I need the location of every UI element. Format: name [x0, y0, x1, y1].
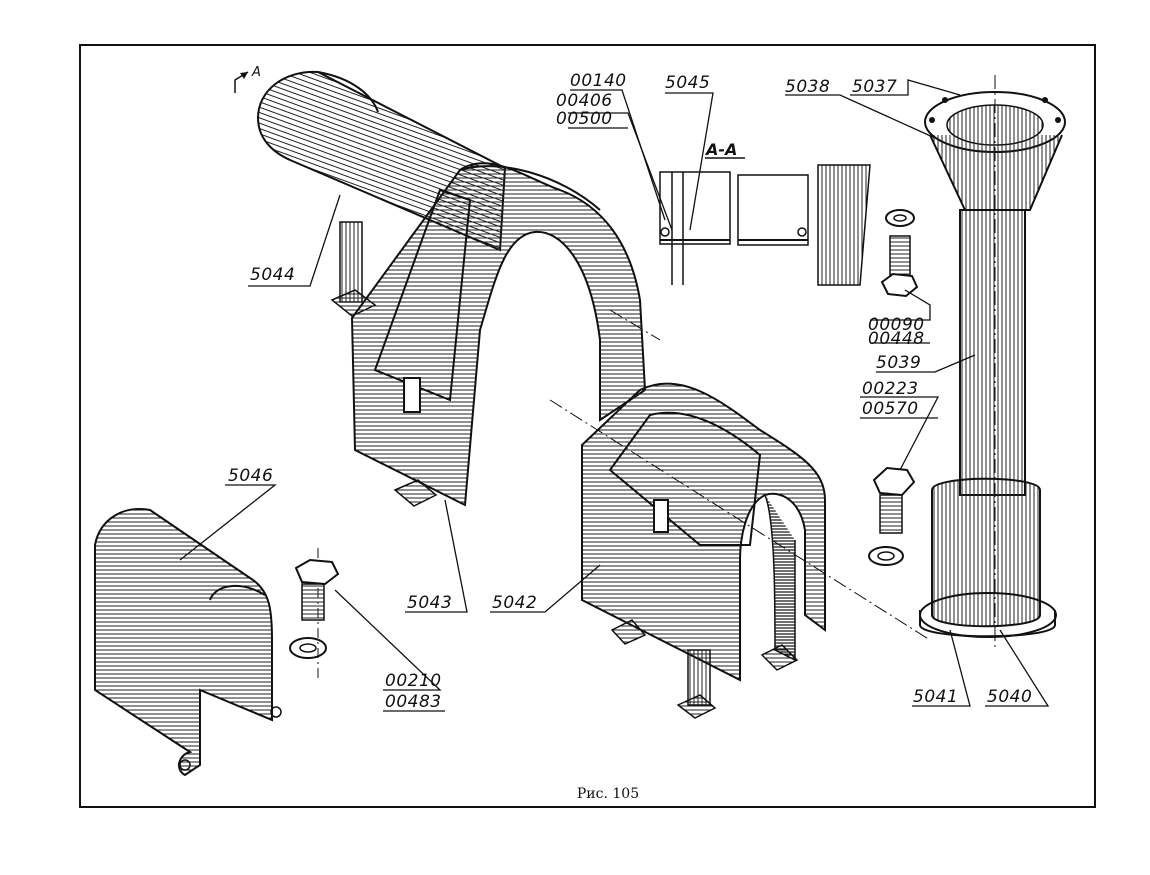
part-5042-u-cover [581, 382, 826, 719]
label-5039: 5039 [876, 353, 922, 373]
label-5038: 5038 [785, 77, 831, 97]
part-5043-elbow-cover [350, 162, 647, 507]
leader-lines [179, 79, 1050, 712]
section-title: А-А [706, 140, 738, 159]
label-5037: 5037 [852, 77, 898, 97]
label-5042: 5042 [492, 593, 538, 613]
bolt-00090-washer-00448 [880, 209, 919, 298]
bolt-00210-washer-00483 [289, 548, 340, 680]
section-arrow-a [234, 71, 249, 93]
label-00570: 00570 [862, 399, 919, 419]
label-5045: 5045 [665, 73, 711, 93]
label-5041: 5041 [913, 687, 959, 707]
section-a-a-detail [659, 157, 871, 286]
label-00210: 00210 [385, 671, 442, 691]
drawing-frame [79, 44, 1096, 808]
label-5046: 5046 [228, 466, 274, 486]
figure-caption: Рис. 105 [576, 786, 640, 802]
label-00483: 00483 [385, 692, 442, 712]
label-5043: 5043 [407, 593, 453, 613]
label-5044: 5044 [250, 265, 296, 285]
bolt-00223-washer-00570 [868, 466, 916, 566]
label-00140: 00140 [570, 71, 627, 91]
centerline-3 [609, 309, 661, 341]
section-arrow-label: A [252, 65, 261, 80]
label-00448: 00448 [868, 329, 925, 349]
part-5046-end-cover [94, 508, 282, 777]
label-00223: 00223 [862, 379, 919, 399]
label-5040: 5040 [987, 687, 1033, 707]
column-assembly [919, 91, 1066, 638]
label-00406: 00406 [556, 91, 613, 111]
label-00090: 00090 [868, 315, 925, 335]
label-00500: 00500 [556, 109, 613, 129]
centerline-1 [549, 399, 931, 641]
